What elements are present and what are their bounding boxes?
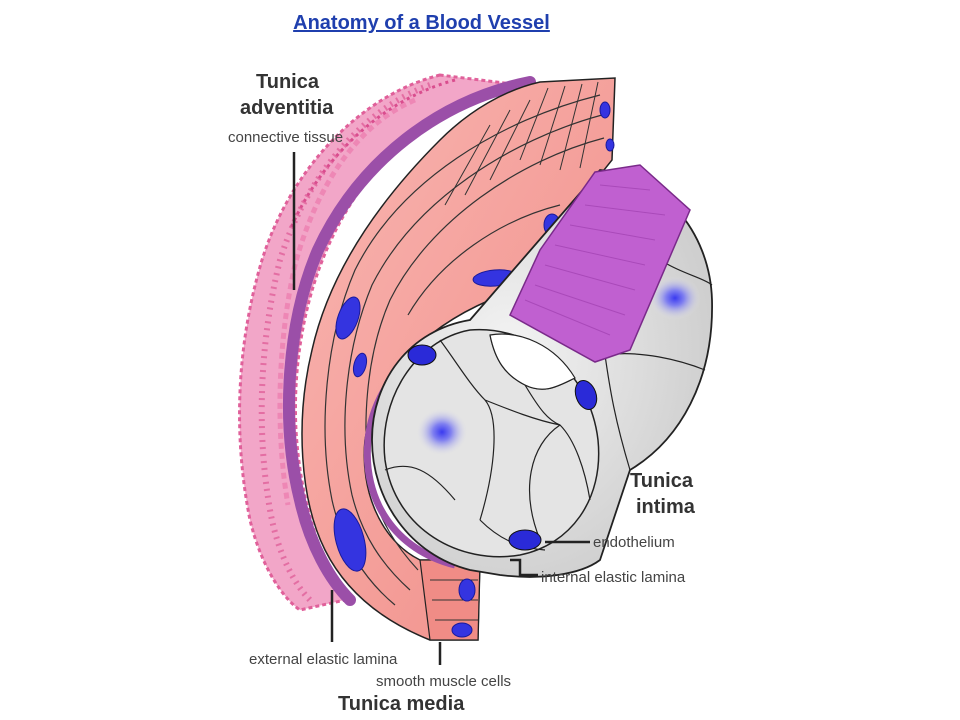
label-tunica-adventitia-line1: Tunica (256, 71, 320, 93)
label-tunica-adventitia-line2: adventitia (240, 97, 334, 119)
label-external-elastic-lamina: external elastic lamina (249, 651, 398, 668)
page-title[interactable]: Anatomy of a Blood Vessel (293, 12, 550, 34)
smooth-muscle-nuclei (333, 101, 615, 638)
label-connective-tissue: connective tissue (228, 129, 343, 146)
label-tunica-media: Tunica media (338, 693, 465, 715)
leader-lines (292, 152, 590, 665)
label-tunica-intima-line1: Tunica (630, 470, 694, 492)
label-smooth-muscle-cells: smooth muscle cells (376, 673, 511, 690)
label-endothelium: endothelium (593, 534, 675, 551)
label-tunica-intima-line2: intima (636, 496, 696, 518)
external-elastic-lamina-layer (283, 76, 536, 606)
label-internal-elastic-lamina: internal elastic lamina (541, 569, 686, 586)
internal-elastic-lamina-band (509, 164, 691, 363)
